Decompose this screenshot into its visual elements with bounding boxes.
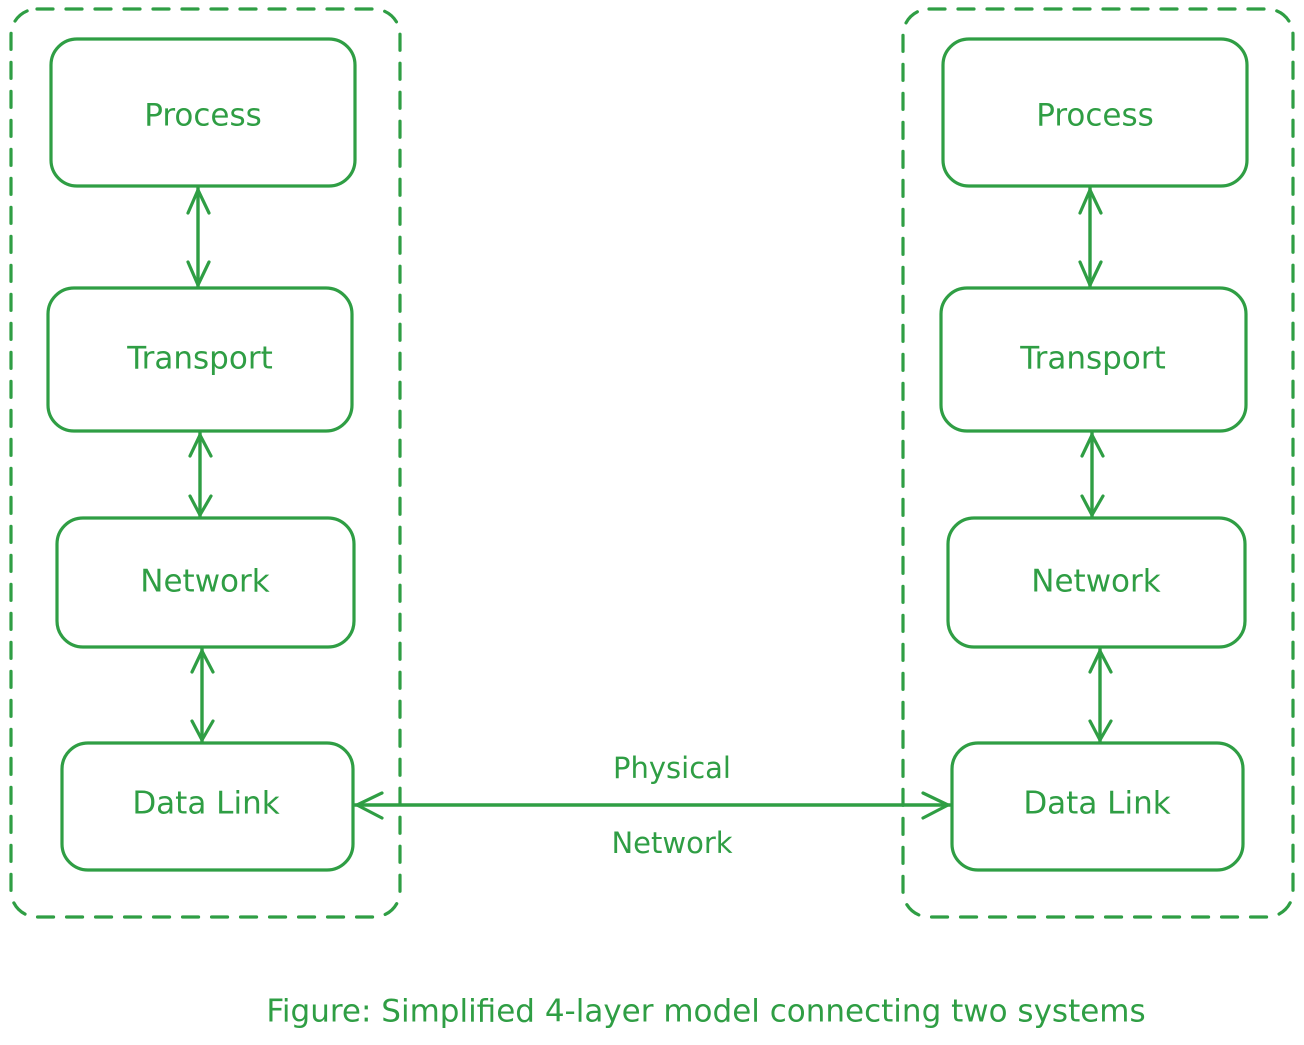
physical-link-label-bottom: Network [611, 826, 732, 860]
right-network-box[interactable] [946, 516, 1247, 649]
right-datalink-label: Data Link [1023, 786, 1170, 822]
right-connector-transport-network [1080, 431, 1105, 519]
right-system-network-node[interactable]: Network [946, 516, 1247, 649]
left-system-process-node[interactable]: Process [49, 37, 357, 188]
right-connector-process-transport [1078, 186, 1103, 289]
left-network-box[interactable] [55, 516, 356, 649]
left-datalink-box[interactable] [60, 741, 355, 872]
right-system-process-node[interactable]: Process [941, 37, 1249, 188]
left-process-label: Process [144, 98, 262, 134]
physical-network-link: Physical Network [353, 751, 952, 860]
left-network-label: Network [140, 564, 269, 600]
right-network-label: Network [1031, 564, 1160, 600]
right-process-box[interactable] [941, 37, 1249, 188]
left-datalink-label: Data Link [132, 786, 279, 822]
left-connector-process-transport [186, 186, 211, 289]
right-system-datalink-node[interactable]: Data Link [950, 741, 1245, 872]
left-transport-label: Transport [126, 341, 272, 377]
right-process-label: Process [1036, 98, 1154, 134]
right-system-transport-node[interactable]: Transport [939, 286, 1248, 433]
left-transport-box[interactable] [46, 286, 354, 433]
left-process-box[interactable] [49, 37, 357, 188]
right-datalink-box[interactable] [950, 741, 1245, 872]
right-transport-box[interactable] [939, 286, 1248, 433]
left-system-datalink-node[interactable]: Data Link [60, 741, 355, 872]
left-connector-network-datalink [190, 647, 215, 744]
right-connector-network-datalink [1088, 647, 1113, 744]
left-system-network-node[interactable]: Network [55, 516, 356, 649]
physical-link-label-top: Physical [613, 751, 731, 785]
left-system-transport-node[interactable]: Transport [46, 286, 354, 433]
figure-caption: Figure: Simplified 4-layer model connect… [266, 994, 1145, 1030]
right-transport-label: Transport [1019, 341, 1165, 377]
left-connector-transport-network [188, 431, 213, 519]
